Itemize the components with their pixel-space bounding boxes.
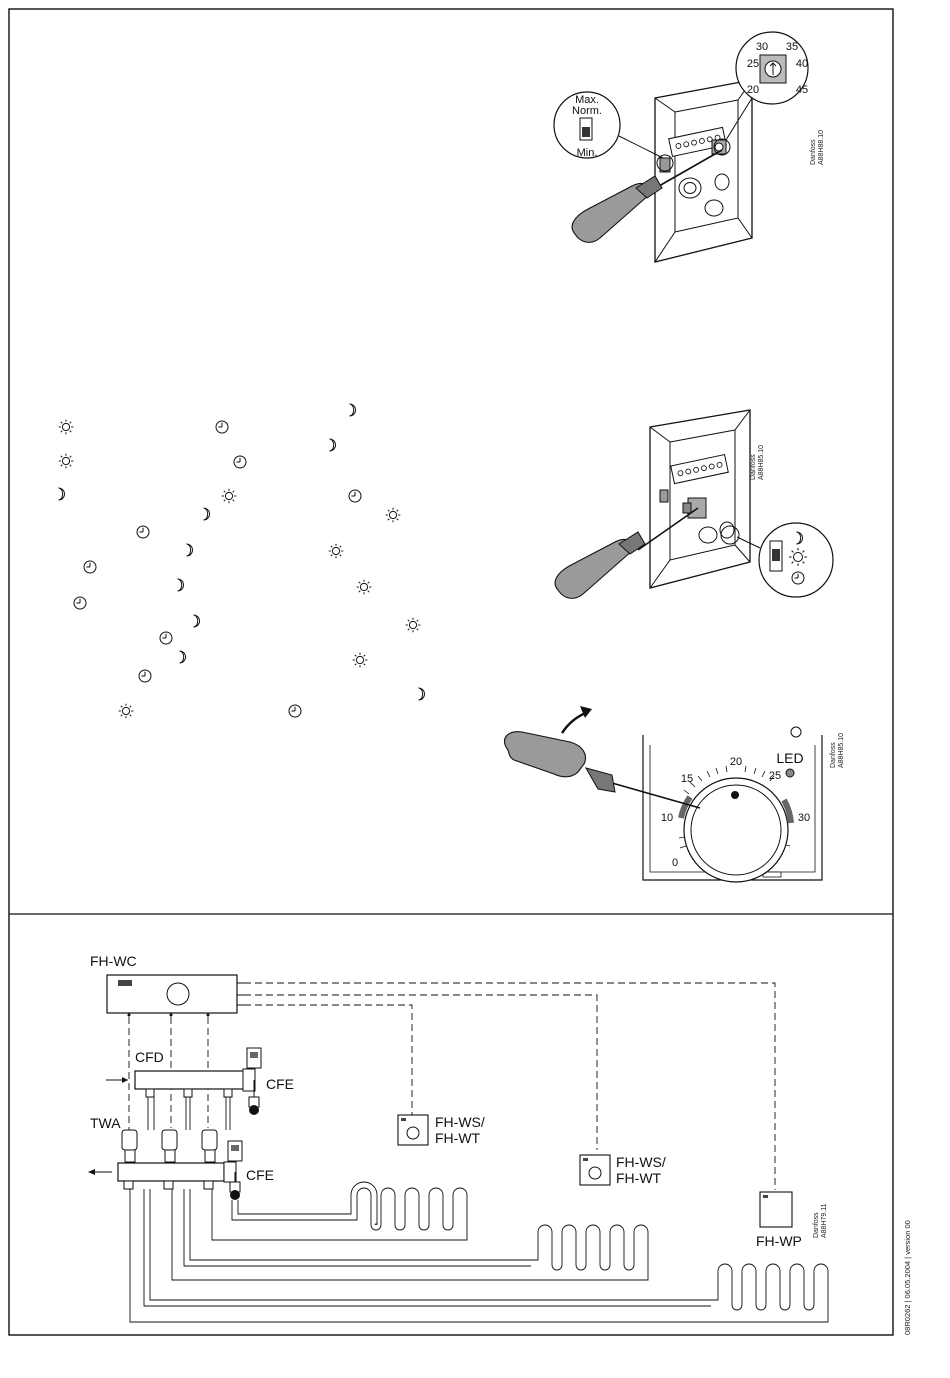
system-schematic: FH-WC CFD CFE	[88, 953, 828, 1322]
figure-code-3b: A88H85.10	[838, 733, 845, 768]
panel-2-mode-switch: Danfoss A88H85.10	[555, 410, 833, 598]
clock-icon	[349, 490, 361, 502]
sun-icon	[357, 580, 372, 595]
figure-code-2b: A88H85.10	[758, 445, 765, 480]
panel-1-thermostat-switch: Max. Norm. Min. 30 35 25 40 20 45 Danfos…	[554, 32, 825, 262]
scale-0: 0	[672, 857, 678, 869]
panel-3-thermostat-dial: LED 0 10 15 20 25 30	[504, 706, 845, 882]
twa-actuator	[162, 1130, 177, 1150]
twa-actuator	[202, 1130, 217, 1150]
twa-actuator	[122, 1130, 137, 1150]
moon-icon	[178, 579, 184, 591]
sun-icon	[329, 544, 344, 559]
figure-code-3a: Danfoss	[830, 742, 837, 768]
moon-icon	[350, 404, 356, 416]
moon-icon	[194, 615, 200, 627]
dial-number-35: 35	[786, 41, 798, 53]
moon-icon	[204, 508, 210, 520]
clock-icon	[160, 632, 172, 644]
scale-10: 10	[661, 812, 673, 824]
clock-icon	[137, 526, 149, 538]
moon-icon	[419, 688, 425, 700]
figure-code-4b: A88H79.11	[821, 1203, 828, 1238]
room-unit-1-label-a: FH-WS/	[435, 1114, 485, 1130]
dial-number-25: 25	[747, 58, 759, 70]
clock-icon	[216, 421, 228, 433]
room-unit-2-label-b: FH-WT	[616, 1170, 662, 1186]
cfe-bottom-label: CFE	[246, 1167, 274, 1183]
scale-30: 30	[798, 812, 810, 824]
switch-label-norm: Norm.	[572, 105, 602, 117]
led-label: LED	[776, 750, 803, 766]
heating-loops	[130, 1182, 828, 1322]
sun-icon	[59, 420, 74, 435]
dial-number-20: 20	[747, 84, 759, 96]
fh-wp-label: FH-WP	[756, 1233, 802, 1249]
figure-code-1a: Danfoss	[810, 139, 817, 165]
scale-15: 15	[681, 773, 693, 785]
moon-icon	[187, 544, 193, 556]
scale-20: 20	[730, 756, 742, 768]
clock-icon	[289, 705, 301, 717]
scale-25: 25	[769, 770, 781, 782]
figure-code-4a: Danfoss	[813, 1212, 820, 1238]
sun-icon	[353, 653, 368, 668]
sun-icon	[119, 704, 134, 719]
dial-number-45: 45	[796, 84, 808, 96]
moon-icon	[59, 488, 65, 500]
moon-icon	[330, 439, 336, 451]
cfd-label: CFD	[135, 1049, 164, 1065]
mode-icons-area	[59, 404, 425, 718]
room-unit-2-label-a: FH-WS/	[616, 1154, 666, 1170]
document-reference: 08R0262 | 06.05.2004 | version 00	[903, 1220, 912, 1335]
sun-icon	[406, 618, 421, 633]
sun-icon	[386, 508, 401, 523]
sun-icon	[222, 489, 237, 504]
figure-code-2a: Danfoss	[750, 454, 757, 480]
fh-wc-label: FH-WC	[90, 953, 137, 969]
moon-icon	[180, 651, 186, 663]
switch-label-min: Min.	[577, 147, 598, 159]
cfd-manifold	[135, 1071, 245, 1089]
room-unit-1-label-b: FH-WT	[435, 1130, 481, 1146]
sun-icon	[59, 454, 74, 469]
return-manifold	[118, 1163, 224, 1181]
clock-icon	[74, 597, 86, 609]
figure-code-1b: A88H88.10	[818, 130, 825, 165]
cfe-top-label: CFE	[266, 1076, 294, 1092]
twa-label: TWA	[90, 1115, 121, 1131]
clock-icon	[234, 456, 246, 468]
dial-number-40: 40	[796, 58, 808, 70]
clock-icon	[139, 670, 151, 682]
dial-number-30: 30	[756, 41, 768, 53]
clock-icon	[84, 561, 96, 573]
